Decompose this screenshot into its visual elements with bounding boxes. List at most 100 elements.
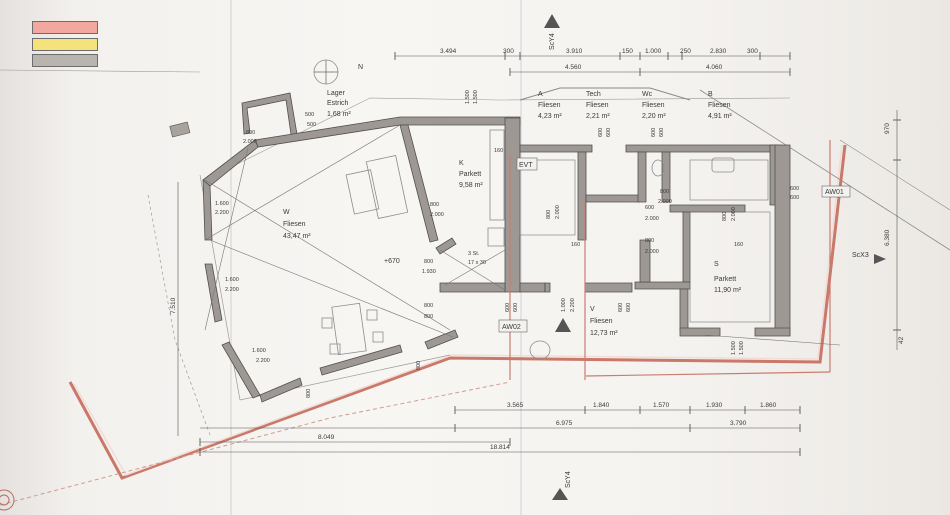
room-code: K [459, 160, 464, 167]
dim-bottom: 1.860 [760, 402, 777, 409]
dim-top: 3.910 [566, 48, 583, 55]
opening-label: 2.200 [256, 358, 270, 364]
opening-label: 800 [660, 189, 669, 195]
dim-top: 4.060 [706, 64, 723, 71]
opening-label: 2.000 [658, 199, 672, 205]
opening-label: 1.500 [739, 341, 745, 355]
section-triangle-bottom [552, 488, 568, 500]
opening-label: 2.000 [645, 249, 659, 255]
room-kitchen: K Parkett 9,58 m² [459, 160, 483, 189]
section-triangle-hall [555, 318, 571, 332]
corner-marker-inner [0, 494, 10, 506]
new-walls [509, 140, 831, 380]
opening-label: 1.600 [225, 277, 239, 283]
opening-label: 2.200 [225, 287, 239, 293]
section-label-right: ScX3 [852, 252, 869, 259]
room-floor: Fliesen [283, 221, 306, 228]
opening-label: 600 [505, 303, 511, 312]
opening-label: 800 [306, 389, 312, 398]
room-tech: Tech Fliesen 2,21 m² [586, 91, 610, 120]
dim-top: 300 [503, 48, 514, 55]
dim-bottom: 3.565 [507, 402, 524, 409]
dim-bottom-row3: 8.049 [318, 434, 335, 441]
room-a: A Fliesen 4,23 m² [538, 91, 562, 120]
opening-label: 800 [546, 210, 552, 219]
stairs-label: 3 St. [468, 251, 480, 257]
legend-line [0, 69, 201, 73]
room-floor: Parkett [714, 276, 736, 283]
opening-label: 600 [659, 128, 665, 137]
opening-label: 1.500 [731, 341, 737, 355]
dim-top: 150 [622, 48, 633, 55]
dim-bottom: 1.570 [653, 402, 670, 409]
legend-swatch-red [32, 21, 98, 34]
north-label: N [358, 64, 363, 71]
dimension-lines [177, 55, 898, 453]
opening-label: 600 [790, 195, 799, 201]
opening-label: 1.600 [215, 201, 229, 207]
opening-label: 500 [307, 122, 316, 128]
aw01-box [821, 185, 851, 198]
dim-bottom-total: 18.814 [490, 444, 510, 451]
opening-label: 800 [430, 202, 439, 208]
dims-top-row2: 4.560 4.060 [565, 64, 723, 71]
opening-label: 800 [722, 212, 728, 221]
dim-top: 1.000 [645, 48, 662, 55]
room-area: 9,58 m² [459, 182, 483, 189]
opening-label: 2.000 [555, 205, 561, 219]
room-storage: Lager Estrich 1,68 m² [327, 90, 351, 118]
paper-fold [520, 0, 522, 515]
opening-label: 600 [606, 128, 612, 137]
opening-label: 2.000 [731, 207, 737, 221]
room-b: B Fliesen 4,91 m² [708, 91, 732, 120]
opening-label: 2.200 [215, 210, 229, 216]
room-code: Tech [586, 91, 601, 98]
room-area: 11,90 m² [714, 287, 742, 294]
level-label: +670 [384, 258, 400, 265]
legend-swatch-yellow [32, 38, 98, 51]
aw02-box [498, 319, 528, 333]
room-code: Wc [642, 91, 653, 98]
room-floor: Fliesen [586, 102, 609, 109]
opening-label: 1.500 [473, 90, 479, 104]
opening-label: 600 [618, 303, 624, 312]
room-wc: Wc Fliesen 2,20 m² [642, 91, 666, 120]
room-area: 4,23 m² [538, 113, 562, 120]
section-label-top: ScY4 [549, 33, 556, 50]
opening-label: 160 [734, 242, 743, 248]
opening-label: 2.200 [570, 298, 576, 312]
dim-top: 250 [680, 48, 691, 55]
opening-label: 600 [645, 205, 654, 211]
room-area: 12,73 m² [590, 330, 618, 337]
room-floor: Parkett [459, 171, 481, 178]
room-area: 1,68 m² [327, 111, 351, 118]
aw01-label: AW01 [825, 189, 844, 196]
opening-label: 600 [513, 303, 519, 312]
dim-top: 4.560 [565, 64, 582, 71]
opening-label: 800 [416, 361, 422, 370]
outer-dashed-line [0, 381, 511, 506]
roof-curve-line [519, 87, 691, 101]
opening-label: 1.500 [465, 90, 471, 104]
room-area: 43,47 m² [283, 233, 311, 240]
dim-bottom: 1.930 [706, 402, 723, 409]
outer-terrain-line-inner [73, 144, 843, 476]
evt-label: EVT [519, 162, 533, 169]
room-area: 4,91 m² [708, 113, 732, 120]
opening-label: 500 [305, 112, 314, 118]
opening-label: 800 [246, 130, 255, 136]
opening-label: 800 [645, 238, 654, 244]
dim-top: 3.494 [440, 48, 457, 55]
corner-marker [0, 489, 15, 511]
room-floor: Fliesen [538, 102, 561, 109]
legend-swatch-grey [32, 54, 98, 67]
dim-left: 7.510 [170, 297, 177, 314]
outer-terrain-line [68, 144, 847, 480]
opening-label: 800 [424, 259, 433, 265]
room-area: 2,21 m² [586, 113, 610, 120]
